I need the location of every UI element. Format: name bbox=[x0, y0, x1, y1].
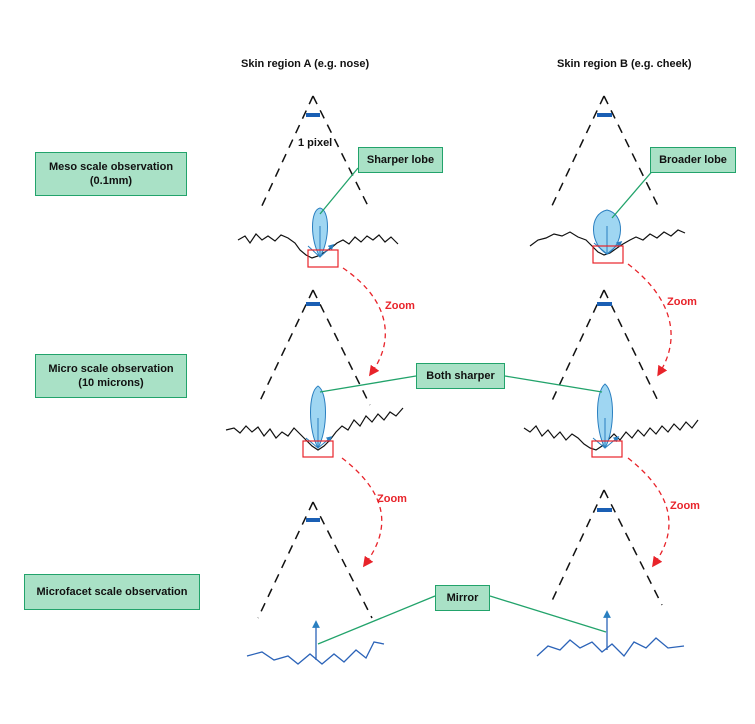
meso-right-group bbox=[529, 95, 686, 377]
zoom-arrow-left-top bbox=[342, 267, 386, 377]
microfacet-scale-title: Microfacet scale observation bbox=[36, 586, 188, 598]
microfacet-surface-right bbox=[536, 637, 685, 658]
zoom-label-left-top: Zoom bbox=[385, 300, 415, 312]
micro-left-group bbox=[225, 289, 417, 568]
sharper-lobe-callout: Sharper lobe bbox=[358, 147, 443, 173]
zoom-region-meso-right bbox=[592, 245, 624, 264]
zoom-label-right-bottom: Zoom bbox=[670, 500, 700, 512]
column-title-region-a: Skin region A (e.g. nose) bbox=[241, 58, 370, 70]
meso-scale-title: Meso scale observation bbox=[48, 161, 174, 173]
connector-both-sharper-right bbox=[504, 375, 603, 393]
column-title-region-b: Skin region B (e.g. cheek) bbox=[557, 58, 692, 70]
micro-scale-title: Micro scale observation bbox=[48, 363, 174, 375]
sharp-lobe-micro-right bbox=[597, 383, 613, 450]
pixel-sensor-right bbox=[597, 113, 612, 117]
micro-right-group bbox=[504, 289, 699, 568]
connector-mirror-right bbox=[489, 595, 607, 633]
microfacet-surface-left bbox=[246, 641, 385, 665]
connector-broader-lobe bbox=[611, 167, 656, 219]
microfacet-scale-label: Microfacet scale observation bbox=[24, 574, 200, 610]
pixel-sensor-left bbox=[306, 113, 320, 117]
zoom-arrow-left-bottom bbox=[341, 457, 383, 568]
micro-scale-label: Micro scale observation (10 microns) bbox=[35, 354, 187, 398]
zoom-arrow-right-top bbox=[627, 263, 672, 377]
reflection-arrows-micro-left bbox=[305, 418, 330, 449]
skin-surface-micro-left bbox=[225, 407, 404, 451]
view-cone-microfacet-right bbox=[549, 489, 663, 606]
zoom-label-right-top: Zoom bbox=[667, 296, 697, 308]
reflection-arrows-micro-right bbox=[592, 418, 617, 449]
zoom-arrow-right-bottom bbox=[627, 457, 670, 568]
both-sharper-callout: Both sharper bbox=[416, 363, 505, 389]
zoom-label-left-bottom: Zoom bbox=[377, 493, 407, 505]
skin-surface-meso-left bbox=[237, 233, 399, 259]
skin-surface-meso-right bbox=[529, 229, 686, 256]
mirror-callout: Mirror bbox=[435, 585, 490, 611]
pixel-sensor-microfacet-left bbox=[306, 518, 320, 522]
pixel-sensor-micro-right bbox=[597, 302, 612, 306]
connector-both-sharper-left bbox=[319, 375, 417, 393]
connector-mirror-left bbox=[317, 595, 436, 645]
meso-left-group bbox=[237, 95, 399, 377]
one-pixel-label: 1 pixel bbox=[298, 137, 332, 149]
skin-surface-micro-right bbox=[523, 419, 699, 451]
zoom-region-micro-left bbox=[302, 440, 334, 458]
view-cone-micro-right bbox=[549, 289, 661, 406]
meso-scale-label: Meso scale observation (0.1mm) bbox=[35, 152, 187, 196]
sharp-lobe-micro-left bbox=[310, 385, 326, 450]
view-cone-right bbox=[549, 95, 661, 211]
view-cone-micro-left bbox=[257, 289, 371, 406]
view-cone-microfacet-left bbox=[257, 501, 373, 619]
view-cone-left bbox=[259, 95, 371, 211]
microfacet-right-group bbox=[489, 489, 685, 658]
zoom-region-meso-left bbox=[307, 249, 339, 268]
microfacet-left-group bbox=[246, 501, 436, 665]
reflection-arrows-meso-right bbox=[593, 226, 620, 255]
micro-scale-size: (10 microns) bbox=[78, 377, 144, 389]
pixel-sensor-microfacet-right bbox=[597, 508, 612, 512]
pixel-sensor-micro-left bbox=[306, 302, 320, 306]
reflection-arrows-meso-left bbox=[307, 226, 332, 258]
broader-lobe-callout: Broader lobe bbox=[650, 147, 736, 173]
meso-scale-size: (0.1mm) bbox=[89, 175, 133, 187]
zoom-region-micro-right bbox=[591, 440, 623, 458]
connector-sharper-lobe bbox=[319, 167, 359, 215]
